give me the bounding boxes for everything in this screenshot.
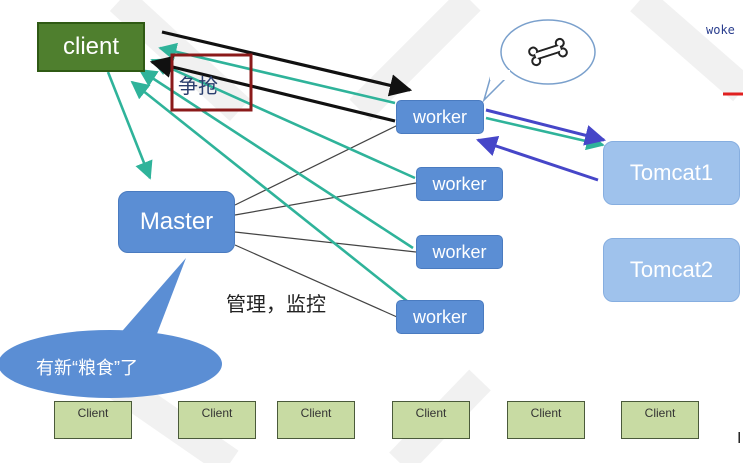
worker-node: worker bbox=[396, 100, 484, 134]
bottom-client-box: Client bbox=[277, 401, 355, 439]
blue-arrows bbox=[476, 108, 607, 182]
edge-cursor-mark: I bbox=[737, 430, 742, 447]
speech-bubble bbox=[0, 258, 222, 398]
bone-icon bbox=[528, 37, 568, 67]
management-lines bbox=[234, 124, 417, 318]
thought-bubble bbox=[482, 19, 596, 103]
bottom-client-box: Client bbox=[392, 401, 470, 439]
manage-monitor-label: 管理，监控 bbox=[226, 294, 326, 316]
compete-label: 争抢 bbox=[178, 76, 218, 98]
teal-arrows bbox=[106, 42, 605, 307]
worker-node: worker bbox=[416, 235, 503, 269]
compete-highlight-box bbox=[170, 53, 253, 112]
bottom-client-box: Client bbox=[507, 401, 585, 439]
worker-node: worker bbox=[416, 167, 503, 201]
bottom-client-box: Client bbox=[178, 401, 256, 439]
bottom-client-box: Client bbox=[621, 401, 699, 439]
tomcat1-node: Tomcat1 bbox=[603, 141, 740, 205]
compete-arrows bbox=[149, 30, 413, 123]
bottom-client-box: Client bbox=[54, 401, 132, 439]
worker-node: worker bbox=[396, 300, 484, 334]
master-node: Master bbox=[118, 191, 235, 253]
tomcat2-node: Tomcat2 bbox=[603, 238, 740, 302]
client-node: client bbox=[37, 22, 145, 72]
new-food-label: 有新“粮食”了 bbox=[36, 358, 138, 378]
corner-text: woke bbox=[706, 23, 735, 37]
